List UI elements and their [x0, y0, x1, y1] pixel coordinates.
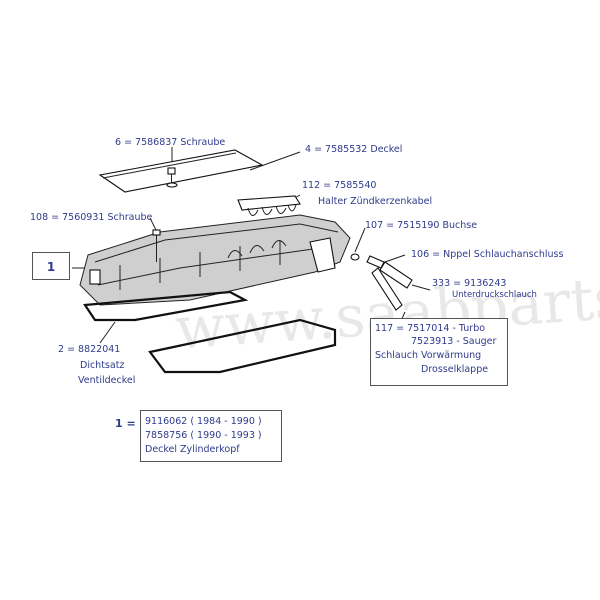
leader-line-4 [249, 151, 301, 171]
label-holder-112-name: Halter Zündkerzenkabel [318, 196, 433, 207]
vacuum-hose-333 [379, 261, 413, 289]
label-cover-1-line3: Deckel Zylinderkopf [145, 444, 240, 455]
screw-108 [152, 229, 161, 262]
label-hose-333-number: 333 = 9136243 [432, 278, 507, 289]
leader-line-106 [384, 254, 406, 263]
bushing-107 [350, 253, 360, 261]
cover-1-box: 9116062 ( 1984 - 1990 ) 7858756 ( 1990 -… [140, 410, 282, 462]
label-cover-4: 4 = 7585532 Deckel [305, 144, 403, 155]
label-hose-117-line4: Drosselklappe [421, 364, 489, 375]
label-bushing-107: 107 = 7515190 Buchse [365, 220, 478, 231]
label-screw-108: 108 = 7560931 Schraube [30, 212, 153, 223]
label-screw-6: 6 = 7586837 Schraube [115, 137, 226, 148]
hose-117-box: 117 = 7517014 - Turbo 7523913 - Sauger S… [370, 318, 508, 386]
hose-nipple-106 [366, 255, 385, 269]
label-gasket-2-line2: Dichtsatz [80, 360, 125, 371]
preheat-hose-117 [371, 267, 403, 311]
spark-plug-wire-holder [237, 195, 301, 216]
label-cover-1-line1: 9116062 ( 1984 - 1990 ) [145, 416, 262, 427]
top-cover-plate [98, 149, 264, 193]
valve-cover-body [79, 214, 351, 306]
label-nipple-106: 106 = Nppel Schlauchanschluss [411, 249, 564, 260]
label-gasket-2-number: 2 = 8822041 [58, 344, 121, 355]
callout-box-1: 1 [32, 252, 70, 280]
leader-line-333 [411, 284, 431, 291]
gasket-set-2 [83, 290, 337, 374]
leader-line-2 [99, 321, 116, 344]
leader-line-107 [354, 227, 366, 253]
label-cover-1-key: 1 = [115, 417, 136, 430]
screw-6 [166, 167, 178, 188]
label-gasket-2-line3: Ventildeckel [78, 375, 136, 386]
callout-1-label: 1 [46, 260, 56, 274]
label-cover-1-line2: 7858756 ( 1990 - 1993 ) [145, 430, 262, 441]
label-holder-112-number: 112 = 7585540 [302, 180, 377, 191]
label-hose-117-line2: 7523913 - Sauger [411, 336, 497, 347]
label-hose-117-line3: Schlauch Vorwärmung [375, 350, 482, 361]
label-hose-333-name: Unterdruckschlauch [452, 290, 537, 300]
label-hose-117-line1: 117 = 7517014 - Turbo [375, 323, 486, 334]
